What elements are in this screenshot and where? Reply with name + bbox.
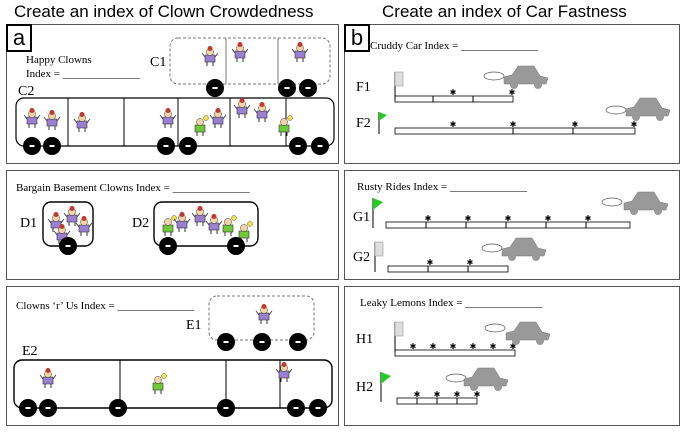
race-g1: [372, 191, 669, 229]
clown-icon: [201, 45, 219, 67]
label-d2: D2: [132, 216, 150, 231]
label-c1: C1: [150, 55, 167, 70]
happy-clowns-title-line2: Index = ______________: [26, 68, 140, 80]
happy-clowns-title-line1: Happy Clowns: [26, 54, 92, 66]
wheel-icon: [206, 79, 224, 97]
label-f2: F2: [356, 116, 371, 131]
rusty-rides-title: Rusty Rides Index = ______________: [357, 181, 527, 193]
label-h1: H1: [356, 332, 374, 347]
panel-clowns-r-us: [6, 286, 339, 426]
panel-tag-b: b: [344, 24, 370, 52]
race-h1: [394, 321, 551, 357]
label-e1: E1: [186, 318, 202, 333]
flag-icon: [394, 71, 404, 87]
bus-e2: [13, 359, 333, 417]
label-g2: G2: [353, 250, 371, 265]
race-h2: [380, 367, 509, 405]
wheel-icon: [278, 79, 296, 97]
panel-tag-a: a: [6, 24, 32, 52]
label-d1: D1: [20, 216, 38, 231]
label-g1: G1: [353, 210, 371, 225]
clowns-r-us-title: Clowns ‘r’ Us Index = ______________: [16, 300, 195, 312]
leaky-lemons-title: Leaky Lemons Index = ______________: [360, 297, 543, 309]
heading-car-fastness: Create an index of Car Fastness: [382, 2, 627, 21]
bus-c1: [169, 37, 331, 97]
bargain-basement-title: Bargain Basement Clowns Index = ________…: [16, 182, 250, 194]
car-icon: [503, 65, 549, 90]
label-e2: E2: [22, 344, 38, 359]
bus-d2: [153, 201, 259, 255]
bus-d1: [42, 201, 94, 255]
race-f2: [378, 97, 671, 135]
bus-c2: [15, 97, 335, 155]
flag-icon: [379, 112, 387, 121]
race-g2: [374, 237, 547, 273]
cruddy-car-title: Cruddy Car Index = ______________: [370, 40, 539, 52]
heading-clown-crowdedness: Create an index of Clown Crowdedness: [14, 2, 314, 21]
bus-e1: [208, 295, 315, 351]
clown-icon: [231, 41, 249, 63]
clown-icon: [291, 41, 309, 63]
race-f1: [394, 65, 549, 103]
wheel-icon: [299, 79, 317, 97]
panel-rusty-rides: [344, 170, 680, 280]
label-f1: F1: [356, 80, 371, 95]
label-h2: H2: [356, 380, 374, 395]
label-c2: C2: [18, 84, 35, 99]
